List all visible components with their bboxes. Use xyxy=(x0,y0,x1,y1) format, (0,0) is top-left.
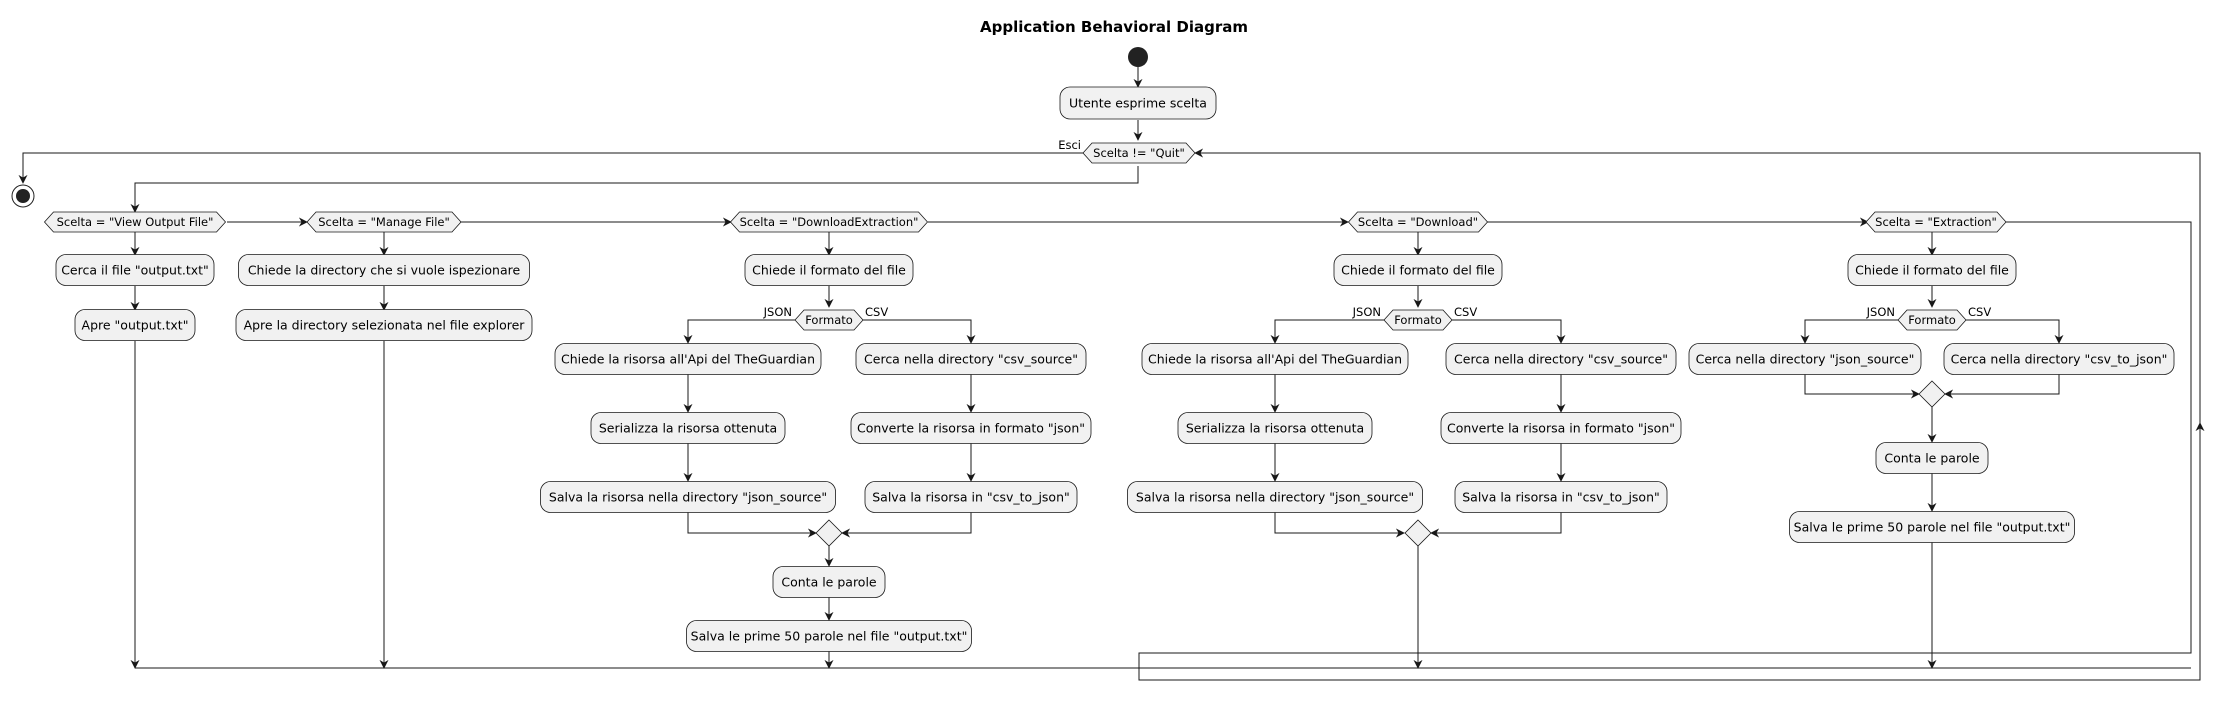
action-d-json-1-label: Chiede la risorsa all'Api del TheGuardia… xyxy=(1148,352,1402,367)
action-e-ask-format-label: Chiede il formato del file xyxy=(1855,263,2009,278)
action-e-count-label: Conta le parole xyxy=(1884,451,1980,466)
decision-de-format-label: Formato xyxy=(805,313,853,327)
action-d-csv-2: Converte la risorsa in formato "json" xyxy=(1440,412,1682,444)
decision-view-output-label: Scelta = "View Output File" xyxy=(57,215,214,229)
action-d-ask-format: Chiede il formato del file xyxy=(1333,254,1503,286)
action-open-output-label: Apre "output.txt" xyxy=(82,318,189,333)
action-de-csv-2-label: Converte la risorsa in formato "json" xyxy=(857,421,1085,436)
action-de-save: Salva le prime 50 parole nel file "outpu… xyxy=(686,620,972,652)
action-e-json-1-label: Cerca nella directory "json_source" xyxy=(1696,352,1915,367)
label-e-csv: CSV xyxy=(1968,305,1991,319)
action-de-ask-format: Chiede il formato del file xyxy=(744,254,914,286)
action-de-csv-1-label: Cerca nella directory "csv_source" xyxy=(864,352,1078,367)
decision-download-extraction: Scelta = "DownloadExtraction" xyxy=(729,211,929,233)
action-e-csv-1: Cerca nella directory "csv_to_json" xyxy=(1943,343,2175,375)
action-de-csv-2: Converte la risorsa in formato "json" xyxy=(850,412,1092,444)
action-e-ask-format: Chiede il formato del file xyxy=(1847,254,2017,286)
action-de-count: Conta le parole xyxy=(772,566,886,598)
action-d-json-2-label: Serializza la risorsa ottenuta xyxy=(1186,421,1364,436)
action-find-output-label: Cerca il file "output.txt" xyxy=(61,263,209,278)
action-de-ask-format-label: Chiede il formato del file xyxy=(752,263,906,278)
action-e-save: Salva le prime 50 parole nel file "outpu… xyxy=(1789,511,2075,543)
action-d-json-2: Serializza la risorsa ottenuta xyxy=(1177,412,1373,444)
action-open-directory: Apre la directory selezionata nel file e… xyxy=(235,309,533,341)
diagram-title: Application Behavioral Diagram xyxy=(980,18,1248,36)
decision-view-output: Scelta = "View Output File" xyxy=(43,211,227,233)
action-e-csv-1-label: Cerca nella directory "csv_to_json" xyxy=(1951,352,2168,367)
action-find-output: Cerca il file "output.txt" xyxy=(55,254,215,286)
start-node xyxy=(1128,47,1148,67)
label-exit: Esci xyxy=(1058,138,1081,152)
decision-d-format-label: Formato xyxy=(1394,313,1442,327)
action-d-csv-3: Salva la risorsa in "csv_to_json" xyxy=(1454,481,1668,513)
decision-e-format: Formato xyxy=(1897,309,1967,331)
action-d-json-3-label: Salva la risorsa nella directory "json_s… xyxy=(1136,490,1414,505)
action-de-json-1-label: Chiede la risorsa all'Api del TheGuardia… xyxy=(561,352,815,367)
decision-e-format-label: Formato xyxy=(1908,313,1956,327)
action-e-save-label: Salva le prime 50 parole nel file "outpu… xyxy=(1794,520,2071,535)
action-ask-directory: Chiede la directory che si vuole ispezio… xyxy=(238,254,530,286)
decision-loop: Scelta != "Quit" xyxy=(1082,142,1196,164)
action-d-csv-3-label: Salva la risorsa in "csv_to_json" xyxy=(1462,490,1660,505)
end-node xyxy=(11,184,35,208)
decision-loop-label: Scelta != "Quit" xyxy=(1093,146,1185,160)
action-d-json-3: Salva la risorsa nella directory "json_s… xyxy=(1127,481,1423,513)
action-de-json-3-label: Salva la risorsa nella directory "json_s… xyxy=(549,490,827,505)
decision-manage-file: Scelta = "Manage File" xyxy=(306,211,462,233)
merge-de xyxy=(815,519,843,547)
decision-manage-file-label: Scelta = "Manage File" xyxy=(318,215,450,229)
label-de-csv: CSV xyxy=(865,305,888,319)
action-de-json-2: Serializza la risorsa ottenuta xyxy=(590,412,786,444)
decision-extraction: Scelta = "Extraction" xyxy=(1865,211,2007,233)
label-d-json: JSON xyxy=(1352,305,1381,319)
decision-de-format: Formato xyxy=(794,309,864,331)
decision-d-format: Formato xyxy=(1383,309,1453,331)
action-open-directory-label: Apre la directory selezionata nel file e… xyxy=(244,318,526,333)
merge-d xyxy=(1404,519,1432,547)
action-de-save-label: Salva le prime 50 parole nel file "outpu… xyxy=(691,629,968,644)
action-de-csv-3-label: Salva la risorsa in "csv_to_json" xyxy=(872,490,1070,505)
action-ask-directory-label: Chiede la directory che si vuole ispezio… xyxy=(248,263,521,278)
merge-e xyxy=(1918,380,1946,408)
action-de-json-3: Salva la risorsa nella directory "json_s… xyxy=(540,481,836,513)
decision-download-extraction-label: Scelta = "DownloadExtraction" xyxy=(740,215,919,229)
action-d-csv-1: Cerca nella directory "csv_source" xyxy=(1445,343,1677,375)
action-e-count: Conta le parole xyxy=(1875,442,1989,474)
action-d-csv-2-label: Converte la risorsa in formato "json" xyxy=(1447,421,1675,436)
action-d-csv-1-label: Cerca nella directory "csv_source" xyxy=(1454,352,1668,367)
action-de-json-2-label: Serializza la risorsa ottenuta xyxy=(599,421,777,436)
action-e-json-1: Cerca nella directory "json_source" xyxy=(1688,343,1922,375)
action-d-ask-format-label: Chiede il formato del file xyxy=(1341,263,1495,278)
action-open-output: Apre "output.txt" xyxy=(74,309,196,341)
label-de-json: JSON xyxy=(763,305,792,319)
action-de-json-1: Chiede la risorsa all'Api del TheGuardia… xyxy=(554,343,822,375)
edges xyxy=(18,67,2205,681)
action-user-choice-label: Utente esprime scelta xyxy=(1069,96,1207,111)
label-e-json: JSON xyxy=(1866,305,1895,319)
decision-download-label: Scelta = "Download" xyxy=(1358,215,1478,229)
action-d-json-1: Chiede la risorsa all'Api del TheGuardia… xyxy=(1141,343,1409,375)
action-de-csv-3: Salva la risorsa in "csv_to_json" xyxy=(864,481,1078,513)
decision-download: Scelta = "Download" xyxy=(1347,211,1489,233)
action-de-csv-1: Cerca nella directory "csv_source" xyxy=(855,343,1087,375)
decision-extraction-label: Scelta = "Extraction" xyxy=(1875,215,1997,229)
action-de-count-label: Conta le parole xyxy=(781,575,877,590)
label-d-csv: CSV xyxy=(1454,305,1477,319)
action-user-choice: Utente esprime scelta xyxy=(1059,86,1217,120)
